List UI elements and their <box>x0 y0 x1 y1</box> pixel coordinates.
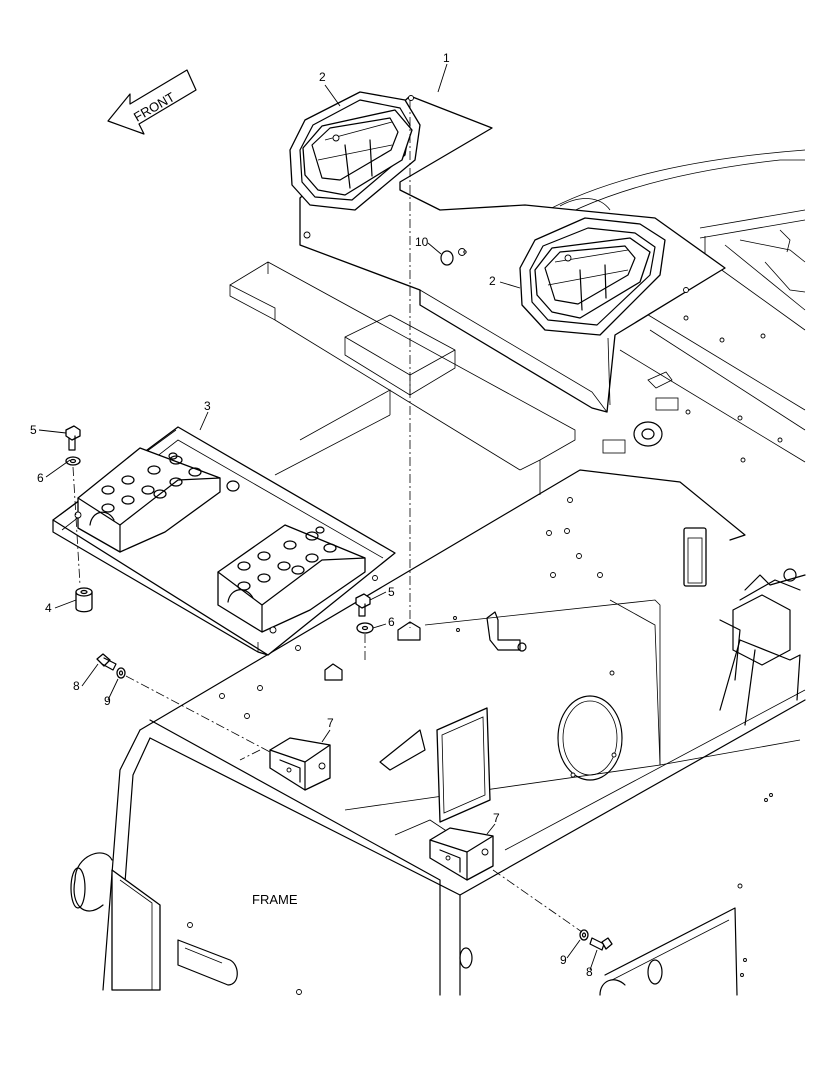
callout-5-right: 5 <box>388 585 395 599</box>
callout-numbers: 1 2 2 10 3 5 6 4 5 6 8 9 7 7 9 8 <box>30 51 593 979</box>
callout-10: 10 <box>415 235 429 249</box>
front-arrow-label: FRONT <box>131 89 177 124</box>
part-7-bracket-lower <box>429 827 494 881</box>
callout-2-upper: 2 <box>319 70 326 84</box>
part-7-bracket-upper <box>269 737 331 791</box>
callout-4: 4 <box>45 601 52 615</box>
callout-3: 3 <box>204 399 211 413</box>
front-direction-arrow: FRONT <box>107 69 197 135</box>
part-8-bolt-right <box>589 937 613 951</box>
callout-9-left: 9 <box>104 694 111 708</box>
part-5-bolt-right <box>355 593 371 617</box>
callout-2-right: 2 <box>489 274 496 288</box>
floor-pads-left <box>101 452 202 513</box>
floor-pads-right <box>237 526 337 591</box>
callout-5-left: 5 <box>30 423 37 437</box>
callout-6-left: 6 <box>37 471 44 485</box>
assembly-lines <box>72 100 583 933</box>
part-9-washer-right <box>579 929 589 941</box>
part-6-washer-right <box>356 622 374 634</box>
callout-1: 1 <box>443 51 450 65</box>
callout-7-upper: 7 <box>327 716 334 730</box>
callout-8-right: 8 <box>586 965 593 979</box>
callout-6-right: 6 <box>388 615 395 629</box>
part-9-washer-left <box>116 667 126 679</box>
frame-holes <box>187 315 783 995</box>
part-2-pedal-left <box>289 91 421 211</box>
part-1-pedal-mount-plate <box>299 95 726 413</box>
frame-body <box>70 149 806 996</box>
part-4-spacer <box>75 587 93 613</box>
part-10-plug <box>440 250 454 266</box>
part-2-pedal-right <box>519 217 666 336</box>
part-8-bolt-left <box>96 653 117 671</box>
callout-8-left: 8 <box>73 679 80 693</box>
part-6-washer-left <box>65 456 81 466</box>
part-5-bolt-left <box>65 425 81 451</box>
frame-label: FRAME <box>252 892 298 907</box>
callout-9-right: 9 <box>560 953 567 967</box>
callout-7-lower: 7 <box>493 811 500 825</box>
part-3-floor-plate <box>52 426 396 656</box>
leader-lines <box>38 63 598 971</box>
